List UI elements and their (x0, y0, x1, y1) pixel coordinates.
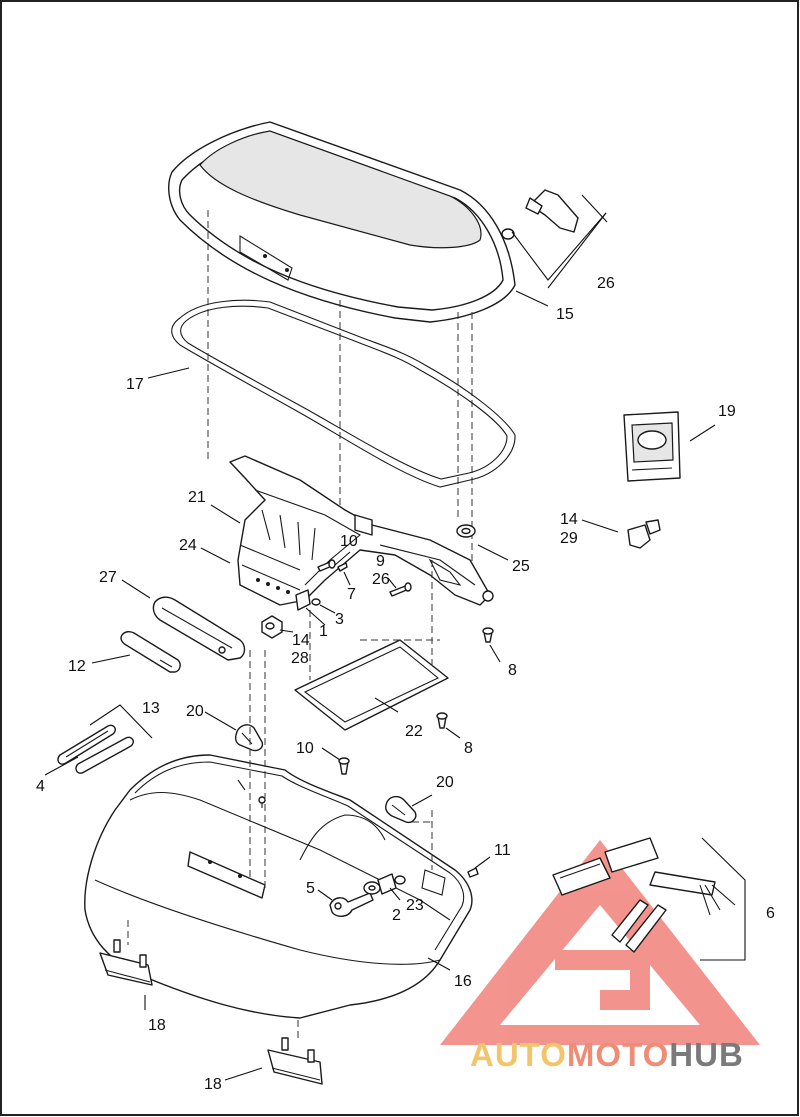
callout-13: 13 (142, 700, 160, 717)
callout-21: 21 (188, 489, 206, 506)
callout-8-upper: 8 (508, 662, 517, 679)
lock-part-2 (363, 881, 381, 895)
tool-kit-part-6 (552, 837, 736, 953)
callout-6: 6 (766, 905, 775, 922)
callout-26-top: 26 (597, 275, 615, 292)
screw-part-8-upper (482, 627, 494, 643)
callout-20-left: 20 (186, 703, 204, 720)
callout-15: 15 (556, 306, 574, 323)
callout-23: 23 (406, 897, 424, 914)
inner-frame-part-21 (229, 455, 494, 606)
label-part-19 (623, 411, 681, 482)
screw-part-10-lower (338, 757, 350, 775)
lock-cylinder-part-14-28 (261, 615, 283, 639)
callout-labels: 26 15 17 19 14 29 21 25 10 9 26 24 7 27 … (36, 275, 775, 1093)
callout-7: 7 (347, 586, 356, 603)
callout-24: 24 (179, 537, 197, 554)
leader-lines (44, 194, 746, 1081)
gasket-part-17 (171, 299, 516, 488)
watermark-part-moto: MOTO (567, 1036, 669, 1073)
saddlebag-body-part-16 (84, 754, 473, 1019)
watermark-part-auto: AUTO (470, 1036, 567, 1073)
callout-27: 27 (99, 569, 117, 586)
callout-17: 17 (126, 376, 144, 393)
latch-handle-part-26 (501, 189, 579, 240)
callout-11: 11 (494, 842, 511, 859)
screw-part-7 (337, 562, 348, 572)
callout-12: 12 (68, 658, 86, 675)
key-part-5 (329, 892, 374, 917)
callout-29: 29 (560, 530, 578, 547)
hinge-part-20-left (234, 724, 264, 752)
screw-part-9 (389, 582, 412, 597)
callout-9: 9 (376, 553, 385, 570)
callout-20-right: 20 (436, 774, 454, 791)
callout-2: 2 (392, 907, 401, 924)
callout-4: 4 (36, 778, 45, 795)
callout-22: 22 (405, 723, 423, 740)
callout-16: 16 (454, 973, 472, 990)
callout-19: 19 (718, 403, 736, 420)
mount-clip-part-18-upper (99, 939, 153, 986)
callout-10-lower: 10 (296, 740, 314, 757)
watermark-part-hub: HUB (669, 1036, 744, 1073)
hinge-part-20-right (385, 795, 417, 824)
callout-1: 1 (319, 623, 328, 640)
callout-18-lower: 18 (204, 1076, 222, 1093)
washer-part-25 (456, 524, 476, 538)
trim-strip-part-12 (120, 630, 181, 673)
lock-part-1 (295, 589, 311, 611)
callout-14-left: 14 (292, 632, 310, 649)
screw-part-10-upper (317, 559, 336, 572)
callout-14-right: 14 (560, 511, 578, 528)
callout-18-upper: 18 (148, 1017, 166, 1034)
nut-part-3 (311, 598, 321, 606)
watermark-logo (440, 840, 760, 1045)
trim-part-13 (75, 736, 134, 774)
liner-pad-part-22 (294, 639, 449, 731)
key-cylinder-part-14-29 (627, 519, 661, 549)
callout-8-lower: 8 (464, 740, 473, 757)
callout-5: 5 (306, 880, 315, 897)
callout-10-upper: 10 (340, 533, 358, 550)
lid-part-15 (168, 121, 516, 323)
screw-part-8-lower (436, 712, 448, 729)
callout-3: 3 (335, 611, 344, 628)
latch-cover-part-27 (152, 596, 246, 661)
callout-28: 28 (291, 650, 309, 667)
watermark-text: AUTOMOTOHUB (470, 1036, 744, 1073)
callout-26-mid: 26 (372, 571, 390, 588)
callout-25: 25 (512, 558, 530, 575)
trim-part-4 (57, 724, 116, 765)
mount-clip-part-18-lower (267, 1037, 323, 1085)
screw-part-11 (467, 867, 479, 878)
